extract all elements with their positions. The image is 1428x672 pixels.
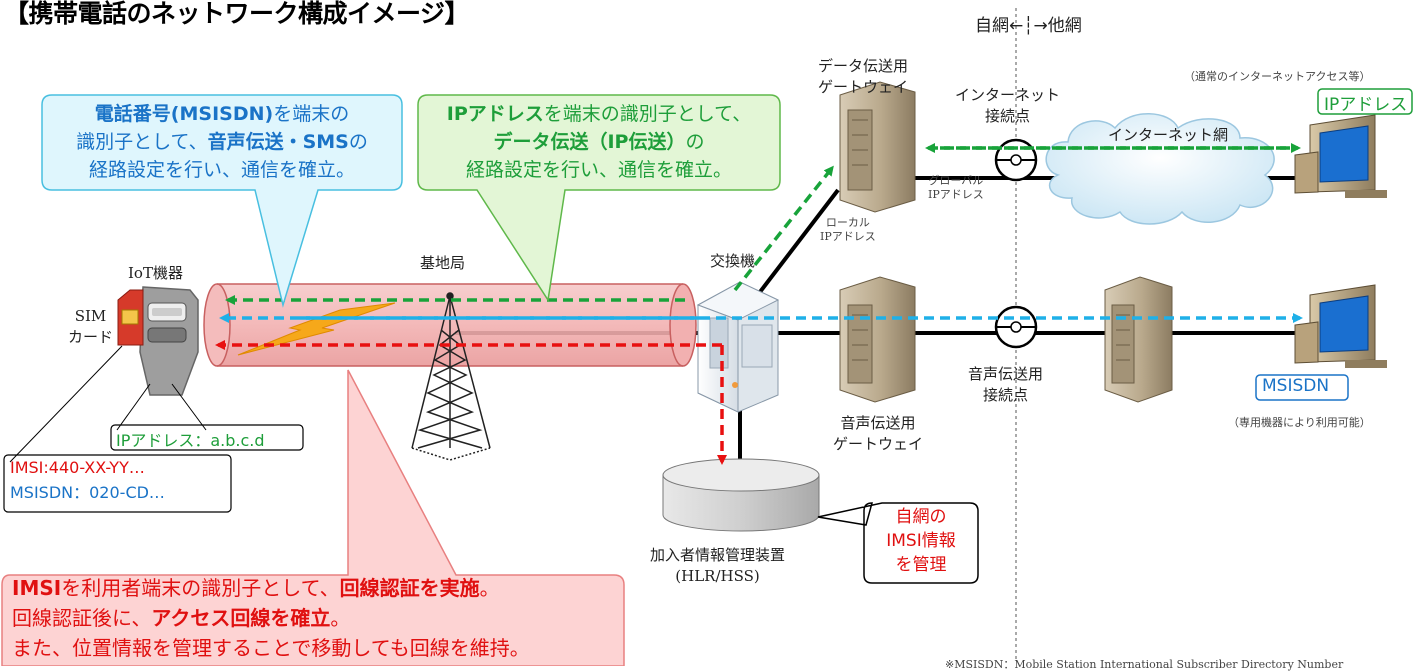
- switch-equipment-icon: [696, 281, 780, 413]
- red-callout-text: IMSIを利用者端末の識別子として、回線認証を実施。 回線認証後に、アクセス回線…: [12, 576, 530, 660]
- radio-signal-bolt: [237, 302, 396, 356]
- msisdn-tag: MSISDN: [1262, 376, 1330, 396]
- switch-label: 交換機: [710, 252, 756, 270]
- data-gateway-label: データ伝送用ゲートウェイ: [818, 57, 909, 96]
- internet-connection-point-icon: [994, 138, 1038, 182]
- iot-leader-lines: [9, 345, 207, 463]
- msisdn-tag-box: [1255, 374, 1349, 401]
- green-callout-shape: [417, 94, 781, 303]
- voice-gateway-server-icon: [839, 276, 916, 403]
- ip-address-box: [110, 424, 304, 451]
- iot-device-icon: [139, 286, 199, 396]
- footnote: ※MSISDN：Mobile Station International Sub…: [945, 658, 1344, 671]
- sim-card-icon: [117, 289, 144, 346]
- ip-tag: IPアドレス: [1324, 95, 1408, 115]
- data-arrow-green: [225, 143, 1301, 305]
- voice-point-label: 音声伝送用接続点: [968, 365, 1044, 404]
- iot-label: IoT機器: [128, 264, 183, 282]
- id-values: IMSI:440-XX-YY… MSISDN：020-CD…: [10, 458, 165, 502]
- id-box: [3, 454, 232, 513]
- internet-cloud-icon: [1045, 113, 1275, 225]
- ip-address-value: IPアドレス：a.b.c.d: [116, 431, 265, 450]
- internet-net-label: インターネット網: [1108, 126, 1229, 144]
- hlr-label: 加入者情報管理装置(HLR/HSS): [650, 546, 786, 585]
- blue-callout-text: 電話番号(MSISDN)を端末の 識別子として、音声伝送・SMSの 経路設定を行…: [76, 103, 368, 181]
- internet-access-note: （通常のインターネットアクセス等）: [1184, 70, 1371, 83]
- hlr-callout-text: 自網の IMSI情報 を管理: [886, 507, 956, 575]
- data-gateway-server-icon: [839, 81, 916, 213]
- hlr-callout-shape: [817, 502, 979, 584]
- ip-tag-box: [1317, 88, 1413, 115]
- internet-point-label: インターネット接続点: [955, 86, 1061, 125]
- green-callout-text: IPアドレスを端末の識別子として、 データ伝送（IP伝送）の 経路設定を行い、通…: [446, 103, 752, 181]
- hlr-database-icon: [662, 458, 820, 532]
- other-network-server-icon: [1104, 276, 1173, 403]
- blue-callout-shape: [41, 94, 403, 308]
- voice-gateway-label: 音声伝送用ゲートウェイ: [833, 414, 924, 453]
- internet-pc-icon: [1294, 114, 1387, 198]
- boundary-label: 自網←┆→他網: [975, 16, 1082, 36]
- auth-arrow-red: [215, 340, 727, 465]
- msisdn-note: （専用機器により利用可能）: [1228, 416, 1371, 429]
- voice-connection-point-icon: [994, 305, 1038, 349]
- red-callout-shape: [1, 369, 625, 666]
- base-station-tower: [411, 292, 491, 461]
- msisdn-pc-icon: [1294, 284, 1387, 368]
- base-station-label: 基地局: [420, 254, 466, 272]
- page-title: 【携帯電話のネットワーク構成イメージ】: [4, 0, 470, 28]
